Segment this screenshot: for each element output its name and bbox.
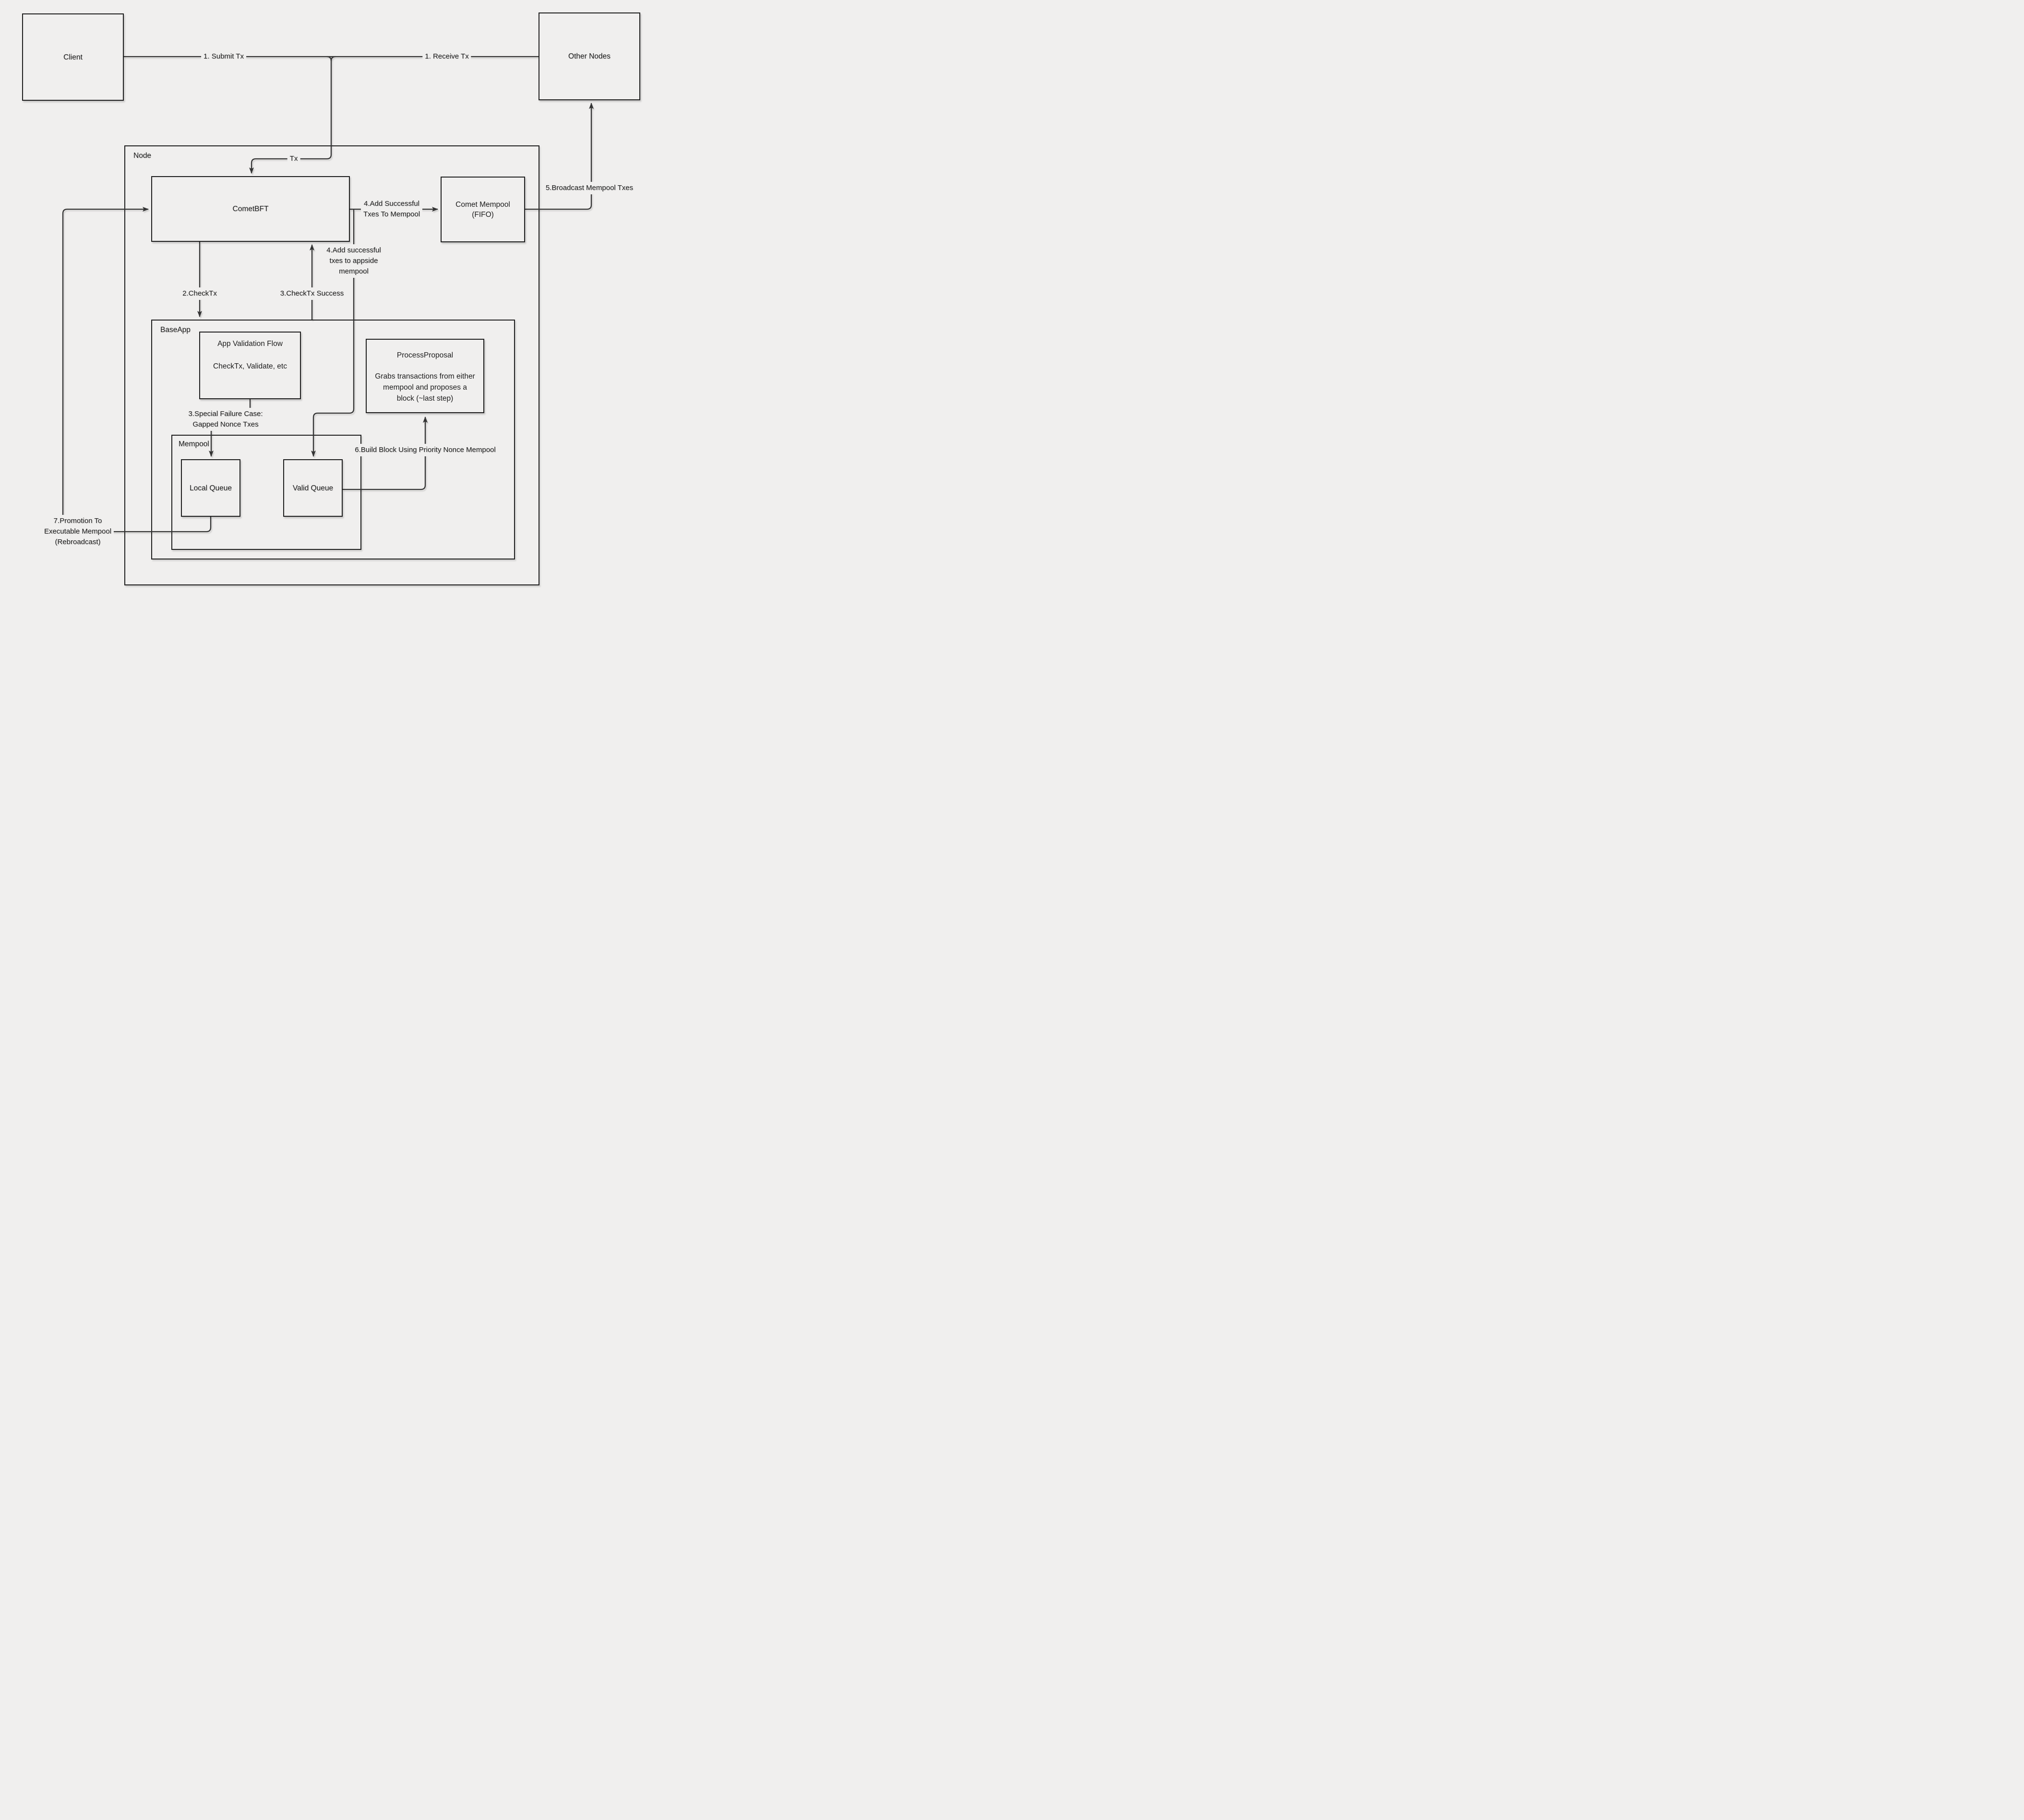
baseapp-container-label: BaseApp [160, 326, 191, 334]
edge-label-special-failure-line2: Gapped Nonce Txes [192, 420, 259, 428]
node-container-label: Node [133, 152, 152, 160]
edge-label-add-appside-line3: mempool [339, 267, 369, 275]
app-validation-flow-title: App Validation Flow [217, 340, 283, 348]
node-container: Node [124, 145, 539, 585]
edge-label-add-successful: 4.Add Successful Txes To Mempool [360, 198, 423, 221]
edge-label-add-appside: 4.Add successful txes to appside mempool [324, 244, 383, 278]
comet-mempool-label-line2: (FIFO) [472, 210, 494, 219]
baseapp-container: BaseApp [151, 320, 515, 559]
edge-label-promotion: 7.Promotion To Executable Mempool (Rebro… [41, 515, 114, 548]
edge-label-promotion-line3: (Rebroadcast) [55, 538, 101, 546]
comet-mempool-box: Comet Mempool (FIFO) [441, 177, 525, 242]
edge-junction-fillet-right [330, 56, 336, 61]
other-nodes-label: Other Nodes [568, 52, 611, 60]
client-box: Client [22, 13, 124, 101]
local-queue-box: Local Queue [181, 459, 240, 517]
process-proposal-body-line2: mempool and proposes a [383, 383, 467, 392]
edge-label-check-tx-success: 3.CheckTx Success [277, 287, 347, 300]
edge-label-add-appside-line1: 4.Add successful [326, 246, 381, 254]
edge-label-tx: Tx [287, 153, 300, 165]
edge-label-check-tx: 2.CheckTx [180, 287, 219, 300]
mempool-container-label: Mempool [179, 440, 209, 448]
edge-label-special-failure: 3.Special Failure Case: Gapped Nonce Txe… [186, 408, 265, 431]
edge-label-add-successful-line1: 4.Add Successful [364, 200, 419, 208]
other-nodes-box: Other Nodes [539, 12, 640, 100]
edge-label-promotion-line2: Executable Mempool [44, 527, 112, 535]
process-proposal-title: ProcessProposal [396, 351, 454, 359]
edge-add-appside-mempool [311, 209, 355, 457]
app-validation-flow-body: CheckTx, Validate, etc [213, 362, 287, 370]
cometbft-box: CometBFT [151, 176, 350, 242]
cometbft-label: CometBFT [232, 205, 269, 213]
edge-broadcast-mempool-txes [525, 103, 594, 210]
comet-mempool-label-line1: Comet Mempool [455, 200, 510, 209]
edge-label-submit-tx: 1. Submit Tx [201, 50, 246, 63]
edge-label-promotion-line1: 7.Promotion To [53, 517, 102, 525]
edge-label-special-failure-line1: 3.Special Failure Case: [188, 410, 263, 418]
valid-queue-box: Valid Queue [283, 459, 343, 517]
process-proposal-body-line1: Grabs transactions from either [375, 372, 475, 381]
edge-label-add-appside-line2: txes to appside [329, 257, 378, 265]
edge-label-receive-tx: 1. Receive Tx [422, 50, 471, 63]
valid-queue-label: Valid Queue [292, 484, 334, 492]
client-label: Client [63, 53, 83, 61]
process-proposal-box: ProcessProposal Grabs transactions from … [366, 339, 484, 413]
edge-label-add-successful-line2: Txes To Mempool [363, 210, 420, 218]
app-validation-flow-box: App Validation Flow CheckTx, Validate, e… [199, 332, 301, 399]
edge-label-broadcast: 5.Broadcast Mempool Txes [543, 182, 636, 194]
edge-junction-fillet-left [326, 56, 332, 61]
local-queue-label: Local Queue [190, 484, 232, 492]
edge-label-build-block: 6.Build Block Using Priority Nonce Mempo… [352, 444, 498, 456]
mempool-container: Mempool [171, 435, 361, 550]
edge-build-block [343, 416, 428, 490]
diagram-canvas: Node BaseApp Mempool Client [0, 0, 675, 607]
process-proposal-body-line3: block (~last step) [396, 394, 454, 403]
